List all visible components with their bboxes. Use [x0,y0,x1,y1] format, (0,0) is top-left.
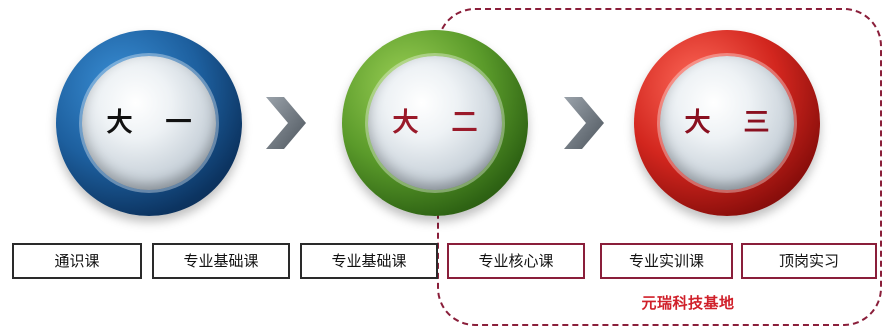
chevron-right-icon [564,97,604,149]
course-professional-foundation-1: 专业基础课 [152,243,290,279]
year-3-inner [660,56,794,190]
base-label: 元瑞科技基地 [641,294,735,312]
year-2-inner [368,56,502,190]
year-2-label: 大 二 [392,108,490,138]
course-professional-core: 专业核心课 [447,243,585,279]
year-1-inner [82,56,216,190]
course-internship: 顶岗实习 [741,243,877,279]
year-1-label: 大 一 [106,108,204,138]
chevron-right-icon [266,97,306,149]
year-1-circle: 大 一 [56,30,242,216]
course-general-education: 通识课 [12,243,142,279]
year-2-circle: 大 二 [342,30,528,216]
year-3-circle: 大 三 [634,30,820,216]
year-3-label: 大 三 [684,108,782,138]
course-professional-practical-training: 专业实训课 [600,243,733,279]
course-professional-foundation-2: 专业基础课 [300,243,438,279]
